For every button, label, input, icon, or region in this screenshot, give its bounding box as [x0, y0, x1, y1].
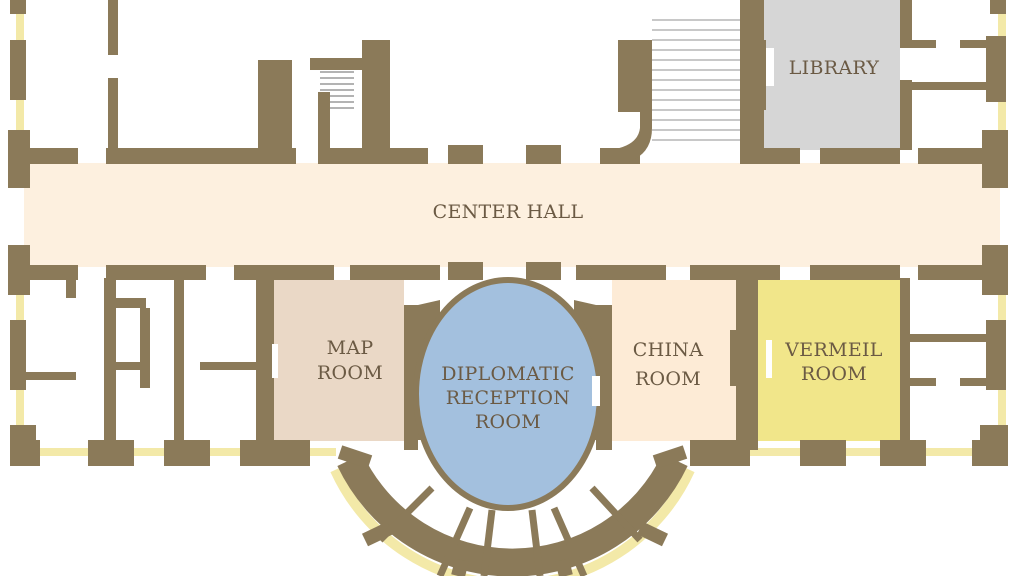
- china-room-label-line-2: ROOM: [635, 368, 701, 390]
- library-fill[interactable]: [760, 0, 900, 150]
- doorways: [272, 48, 774, 406]
- diplomatic-label-line-3: ROOM: [475, 411, 541, 433]
- center-hall-label: CENTER HALL: [433, 201, 584, 223]
- library-label: LIBRARY: [789, 57, 880, 79]
- walls: [8, 0, 1008, 466]
- diplomatic-label-line-1: DIPLOMATIC: [441, 363, 575, 385]
- south-bay-wall: [337, 453, 688, 576]
- diplomatic-reception-room-fill[interactable]: [416, 280, 600, 508]
- map-room-fill[interactable]: [273, 280, 404, 441]
- grand-staircase: [652, 19, 740, 141]
- china-room-fill[interactable]: [612, 280, 738, 441]
- vermeil-room-fill[interactable]: [758, 280, 900, 441]
- china-room-label-line-1: CHINA: [633, 339, 703, 361]
- diplomatic-label-line-2: RECEPTION: [446, 387, 570, 409]
- small-staircase: [320, 71, 354, 109]
- center-hall-fill[interactable]: [24, 163, 1000, 267]
- vermeil-room-label-line-1: VERMEIL: [784, 339, 883, 361]
- map-room-label-line-1: MAP: [327, 337, 374, 359]
- vermeil-room-label-line-2: ROOM: [801, 363, 867, 385]
- south-bay-windows: [330, 467, 695, 576]
- map-room-label-line-2: ROOM: [317, 362, 383, 384]
- bay-interior-walls: [377, 485, 643, 576]
